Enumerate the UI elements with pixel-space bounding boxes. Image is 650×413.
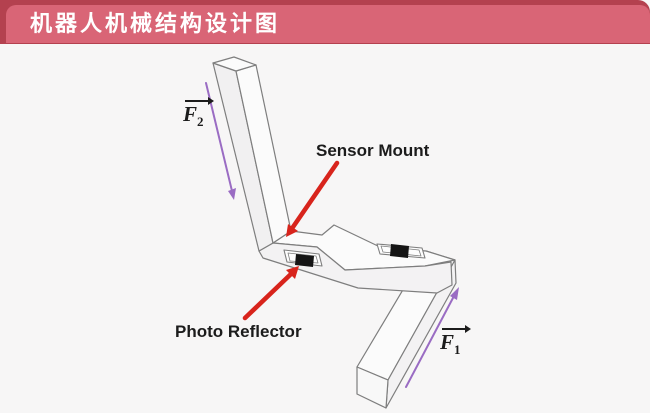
header-bar: 机器人机械结构设计图	[6, 5, 650, 43]
force-arrow-f1	[405, 287, 459, 388]
force-symbol: F	[440, 330, 455, 354]
page-title: 机器人机械结构设计图	[30, 11, 281, 36]
force-subscript: 1	[454, 342, 461, 358]
photo-reflector-block	[295, 254, 314, 267]
force-label-f1: F1	[440, 325, 471, 358]
sensor-slot	[376, 243, 426, 259]
force-symbol: F	[183, 102, 198, 126]
force-subscript: 2	[197, 114, 204, 130]
vector-arrow-icon	[185, 97, 214, 105]
vertical-beam	[212, 56, 292, 252]
photo-reflector-pointer-arrow	[242, 266, 299, 321]
force-label-f2: F2	[183, 97, 214, 130]
sensor-mount-pointer-arrow	[286, 160, 340, 237]
sensor-block	[390, 244, 409, 258]
photo-reflector-slot	[283, 249, 323, 267]
photo-reflector-label: Photo Reflector	[175, 322, 302, 341]
vector-arrow-icon	[442, 325, 471, 333]
sensor-mount-label: Sensor Mount	[316, 141, 430, 160]
